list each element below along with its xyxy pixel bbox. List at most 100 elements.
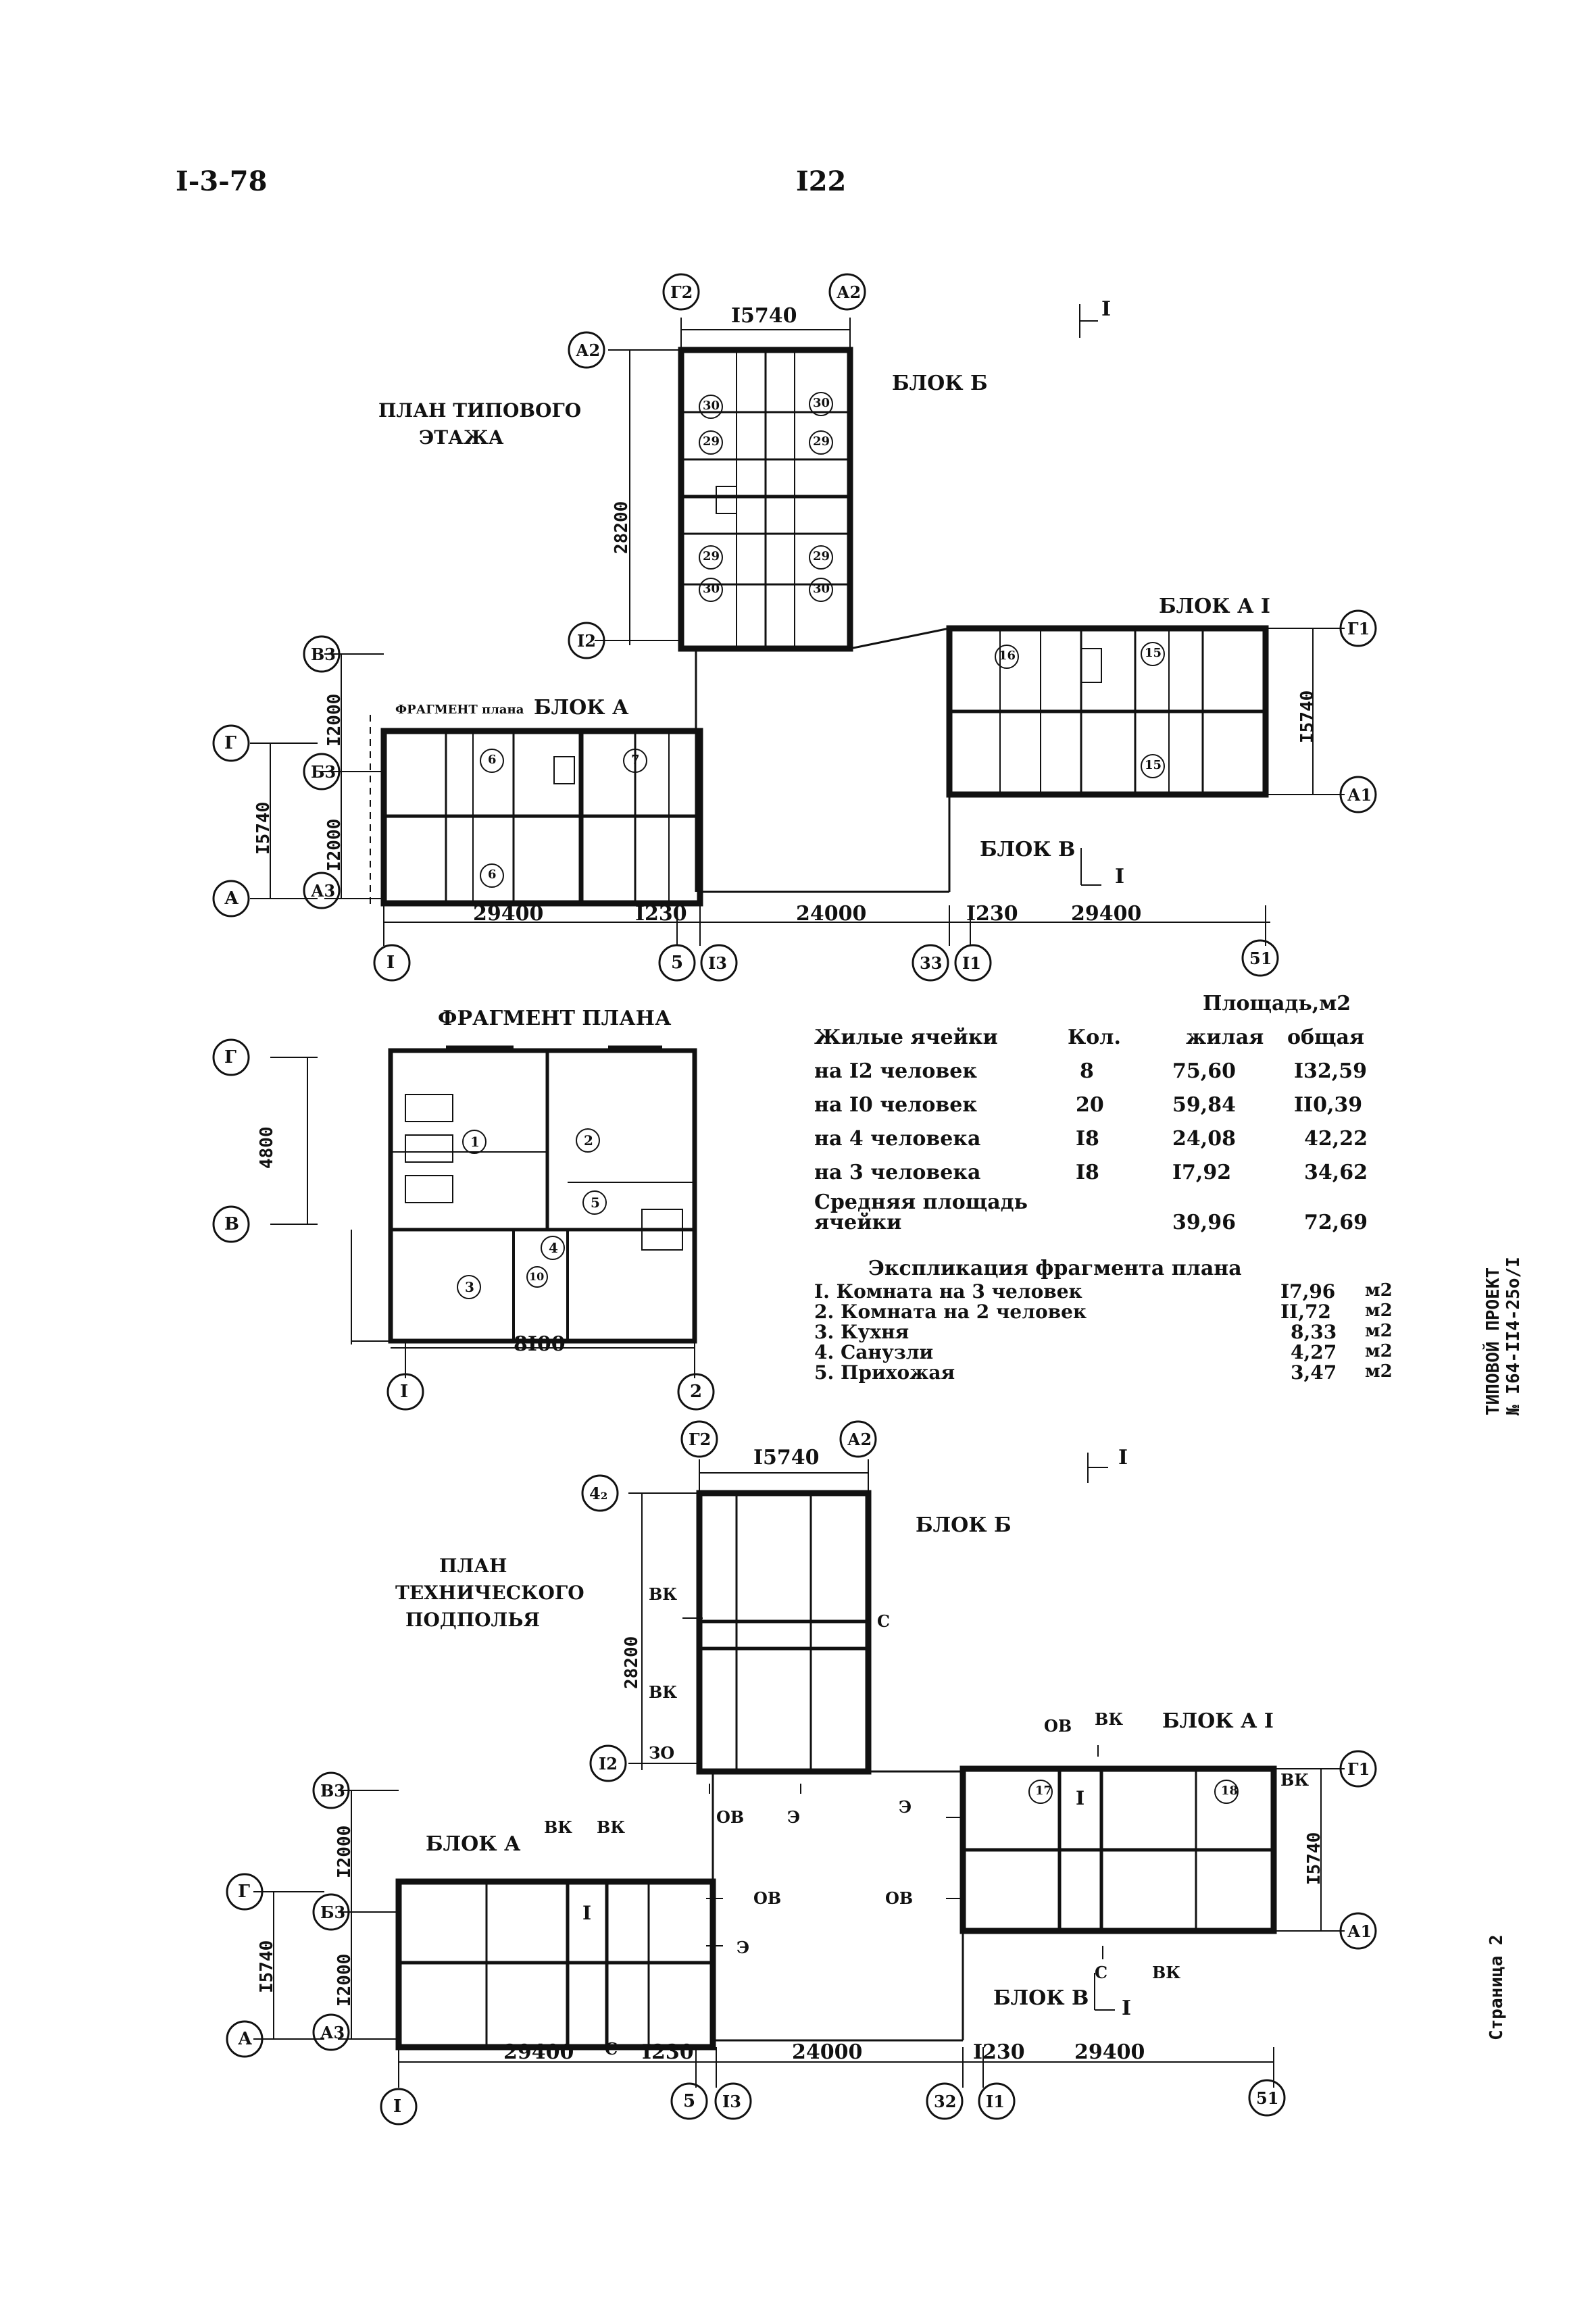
tech-axis-g2: Г2 xyxy=(689,1430,712,1449)
tech-room-circles xyxy=(1028,1780,1239,1804)
tech-axis-1: I xyxy=(393,2096,402,2117)
tech-axis-g: Г xyxy=(238,1882,250,1902)
tech-label-vk-5: ВК xyxy=(1095,1709,1124,1729)
stamp-page: Страница 2 xyxy=(1487,1934,1507,2040)
tech-block-b-label: БЛОК Б xyxy=(916,1513,1012,1537)
series-number: I-3-78 xyxy=(176,166,268,197)
area-row-qty: I8 xyxy=(1076,1161,1099,1184)
area-row-total: 34,62 xyxy=(1304,1161,1368,1184)
tech-section-mark-top: I xyxy=(1118,1446,1128,1469)
typical-floor-title-2: ЭТАЖА xyxy=(419,426,504,449)
room-tag: 16 xyxy=(999,649,1016,663)
typical-dim-a1-width: I5740 xyxy=(1297,690,1318,743)
explication-unit: м2 xyxy=(1365,1280,1393,1301)
fragment-room-circles xyxy=(457,1128,607,1299)
room-tag: 7 xyxy=(631,753,640,767)
tech-room-17: 17 xyxy=(1035,1784,1053,1798)
tech-axis-a1: А1 xyxy=(1347,1921,1372,1941)
area-row-living: 24,08 xyxy=(1172,1127,1236,1151)
typical-block-a-plan xyxy=(370,715,703,909)
tech-dim-bottom-a1: 29400 xyxy=(1074,2040,1145,2064)
typical-section-mark-top: I xyxy=(1101,297,1112,321)
fragment-axis-1: I xyxy=(400,1382,409,1402)
tech-axis-a2-left: 4₂ xyxy=(589,1484,608,1503)
tech-axis-v3: В3 xyxy=(320,1781,345,1801)
typical-axis-i1: I1 xyxy=(962,953,981,973)
area-row-living: I7,92 xyxy=(1172,1161,1232,1184)
tech-section-mark-bottom: I xyxy=(1122,1996,1132,2020)
typical-dim-b-length: 28200 xyxy=(612,501,632,554)
area-row-living: 59,84 xyxy=(1172,1093,1236,1117)
typical-axis-g: Г xyxy=(224,733,236,753)
typical-axis-a3: А3 xyxy=(311,881,336,901)
fragment-axis-g: Г xyxy=(224,1047,236,1067)
area-col-living: жилая xyxy=(1186,1026,1264,1049)
fragment-dim-width: 8I00 xyxy=(514,1332,566,1356)
typical-axis-a: А xyxy=(224,888,239,909)
area-col-total: общая xyxy=(1287,1026,1365,1049)
tech-label-s-a: С xyxy=(605,2039,618,2059)
area-row-qty: 8 xyxy=(1080,1059,1094,1083)
tech-corridor-a: I xyxy=(582,1902,592,1924)
explication-unit: м2 xyxy=(1365,1321,1393,1341)
tech-axis-a: А xyxy=(238,2029,253,2049)
tech-corridor-a1: I xyxy=(1076,1787,1085,1809)
tech-axis-i1: I1 xyxy=(986,2092,1005,2111)
typical-dim-b-width: I5740 xyxy=(731,304,797,328)
tech-axis-5-1: 51 xyxy=(1256,2088,1279,2108)
area-avg-label-1: Средняя площадь xyxy=(814,1190,1028,1214)
tech-arrows xyxy=(682,1617,1103,1959)
area-avg-label-2: ячейки xyxy=(814,1211,902,1234)
fragment-room-1: 1 xyxy=(470,1134,480,1150)
tech-room-18: 18 xyxy=(1221,1784,1239,1798)
tech-label-vk-7: ВК xyxy=(1152,1963,1181,1982)
tech-label-ov-3: ОВ xyxy=(885,1888,914,1908)
tech-label-ov-4: ОВ xyxy=(1044,1716,1072,1736)
typical-axis-g2: Г2 xyxy=(670,282,693,302)
typical-axis-b3: Б3 xyxy=(311,762,336,782)
fragment-room-2: 2 xyxy=(584,1132,593,1149)
typical-axis-a1: А1 xyxy=(1347,785,1372,805)
fragment-room-3: 3 xyxy=(465,1279,474,1295)
fragment-room-5: 5 xyxy=(591,1194,600,1211)
typical-section-mark-bottom: I xyxy=(1115,865,1125,888)
room-tag: 15 xyxy=(1145,646,1162,660)
tech-dim-bottom-mid: 24000 xyxy=(792,2040,863,2064)
explication-area: 3,47 xyxy=(1291,1361,1337,1384)
room-tag: 30 xyxy=(813,396,830,410)
room-tag: 30 xyxy=(703,399,720,413)
typical-axis-v3: В3 xyxy=(311,645,336,664)
area-col-name: Жилые ячейки xyxy=(814,1026,998,1049)
room-tag: 30 xyxy=(813,582,830,596)
fragment-axis-circles xyxy=(212,1038,715,1411)
typical-block-b-label: БЛОК Б xyxy=(892,372,988,395)
area-row-total: II0,39 xyxy=(1294,1093,1363,1117)
tech-floor-title-3: ПОДПОЛЬЯ xyxy=(405,1609,541,1631)
tech-block-a1-plan xyxy=(959,1765,1277,1934)
explication-item: 4. Санузли xyxy=(814,1341,934,1363)
tech-block-b-plan xyxy=(696,1490,872,1775)
typical-dim-a-w2: I2000 xyxy=(324,818,345,872)
explication-item: 3. Кухня xyxy=(814,1321,909,1343)
room-tag: 29 xyxy=(813,434,830,449)
typical-block-a-label: БЛОК А xyxy=(534,696,629,720)
explication-item: 5. Прихожая xyxy=(814,1361,955,1384)
tech-label-e-2: Э xyxy=(899,1797,912,1817)
area-row-qty: I8 xyxy=(1076,1127,1099,1151)
typical-block-b-plan xyxy=(678,347,853,652)
page-number: I22 xyxy=(796,166,847,197)
typical-block-a1-label: БЛОК А I xyxy=(1159,595,1270,618)
typical-room-tags xyxy=(480,392,1165,888)
explication-area: 4,27 xyxy=(1291,1341,1337,1363)
tech-axis-i2: I2 xyxy=(599,1754,618,1774)
area-row-name: на I0 человек xyxy=(814,1093,977,1117)
typical-axis-3-3: 33 xyxy=(920,953,943,973)
tech-axis-i3: I3 xyxy=(722,2092,741,2111)
typical-dim-bottom-a1: 29400 xyxy=(1071,902,1142,926)
explication-unit: м2 xyxy=(1365,1341,1393,1361)
room-tag: 30 xyxy=(703,582,720,596)
typical-dim-a-w1: I2000 xyxy=(324,693,345,747)
stamp-code: № I64-II4-25о/I xyxy=(1503,1257,1524,1415)
fragment-axis-v: В xyxy=(224,1214,239,1234)
fragment-dim-height: 4800 xyxy=(257,1126,277,1169)
